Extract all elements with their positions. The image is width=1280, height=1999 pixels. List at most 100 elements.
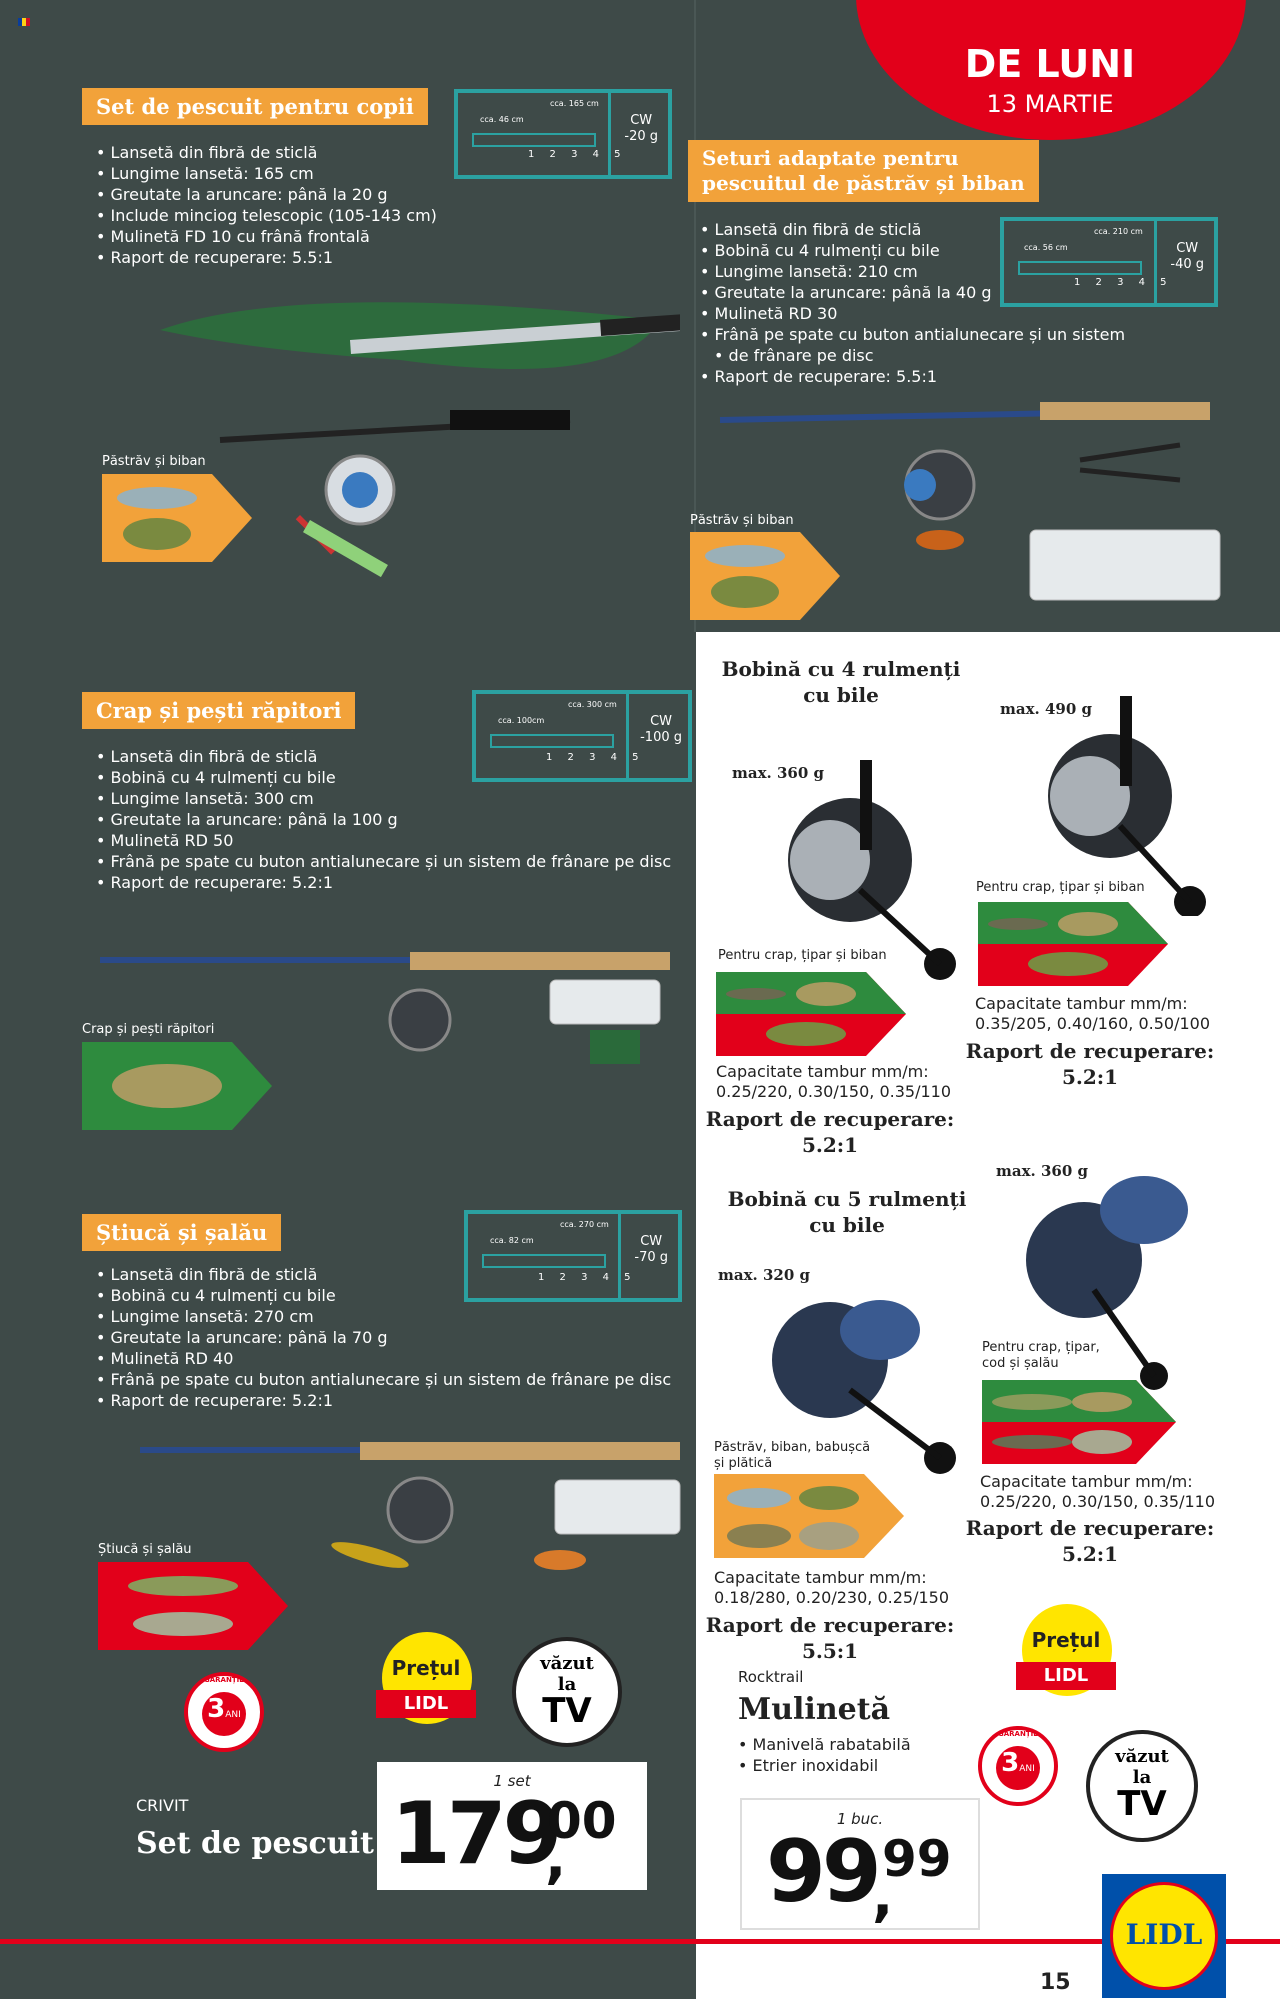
set-product-name: Set de pescuit [136,1826,374,1861]
tv-line2: la [557,1674,577,1695]
reel5b-ratio: Raport de recuperare:5.2:1 [965,1516,1215,1566]
date-line1: DE LUNI [964,42,1136,86]
carp-cw-len-short: cca. 100cm [498,716,545,725]
trout-perch-fish-badge [102,474,252,562]
trout-bullet: Bobină cu 4 rulmenți cu bile [700,240,1125,261]
kids-bullet: Greutate la aruncare: până la 20 g [96,184,437,205]
footer-red-stripe [0,1939,1280,1944]
kids-bullet: Raport de recuperare: 5.5:1 [96,247,437,268]
kids-cw-value: CW-20 g [624,113,658,144]
warranty-unit: ANI [225,1710,241,1720]
tv-line3: TV [542,1691,592,1731]
reel-product-name: Mulinetă [738,1692,891,1727]
reel5a-fish-badge [714,1474,904,1558]
trout-bullet-cont: de frânare pe disc [700,345,1125,366]
set-price-decimals: 00 [547,1792,617,1850]
pike-set-title: Știucă și șalău [82,1214,282,1251]
trout-perch-fish-badge-2 [690,532,840,620]
tv-line1: văzut [540,1653,594,1674]
reel-price-unit: 1 buc. [836,1810,884,1828]
kids-cw-len-long: cca. 165 cm [550,99,599,108]
pike-bullet: Mulinetă RD 40 [96,1348,671,1369]
carp-bullet: Greutate la aruncare: până la 100 g [96,809,671,830]
reel5b-image [1026,1176,1188,1390]
kids-bullet: Lungime lansetă: 165 cm [96,163,437,184]
trout-bullet: Greutate la aruncare: până la 40 g [700,282,1125,303]
warranty-ring-text-2: GARANȚIE [998,1730,1038,1738]
trout-bullet: Lungime lansetă: 210 cm [700,261,1125,282]
reel5b-max-weight: max. 360 g [996,1162,1088,1180]
kids-bullet: Lansetă din fibră de sticlă [96,142,437,163]
warranty-years: 3 [207,1694,226,1724]
kids-fish-label: Păstrăv și biban [102,454,206,469]
reel4a-image [788,760,956,980]
carp-fish-label: Crap și pești răpitori [82,1022,215,1037]
page-number: 15 [1040,1970,1071,1995]
trout-cw-nums: 1 2 3 4 5 [1074,277,1173,288]
trout-cw-len-short: cca. 56 cm [1024,243,1068,252]
carp-cw-value: CW-100 g [640,714,682,745]
trout-cw-value: CW-40 g [1170,241,1204,272]
warranty-badge: 3ANI GARANȚIE [184,1672,264,1752]
landing-net-image [160,302,680,369]
kids-bullet: Include minciog telescopic (105-143 cm) [96,205,437,226]
reel-price-box: 1 buc. 99 , 99 [740,1798,980,1930]
pike-bullet: Bobină cu 4 rulmenți cu bile [96,1285,671,1306]
carp-bullet: Frână pe spate cu buton antialunecare și… [96,851,672,872]
pike-rod-image [140,1442,681,1570]
kids-cw-box: cca. 165 cm cca. 46 cm 1 2 3 4 5 CW-20 g [454,89,672,179]
pike-cw-len-short: cca. 82 cm [490,1236,534,1245]
reel-price-decimals: 99 [882,1830,952,1888]
reel4b-fish-badge [978,902,1168,986]
carp-fish-badge [82,1042,272,1130]
pike-zander-fish-badge [98,1562,288,1650]
set-price-integer: 179 [391,1784,563,1884]
warranty-unit-2: ANI [1019,1764,1035,1774]
pretul-lidl-logo: LIDL [376,1690,476,1718]
trout-bullet: Lansetă din fibră de sticlă [700,219,1125,240]
reel5b-capacity: Capacitate tambur mm/m:0.25/220, 0.30/15… [980,1472,1216,1511]
warranty-ring-text: GARANȚIE [204,1676,244,1684]
trout-set-bullets: Lansetă din fibră de sticlă Bobină cu 4 … [700,219,1126,387]
pike-fish-label: Știucă și șalău [98,1542,192,1557]
tv2-line1: văzut [1115,1746,1169,1767]
reel4b-capacity: Capacitate tambur mm/m:0.35/205, 0.40/16… [975,994,1211,1033]
date-line2: 13 MARTIE [986,90,1114,118]
seen-on-tv-badge: văzut la TV [512,1637,622,1747]
carp-cw-nums: 1 2 3 4 5 [546,752,645,763]
carp-bullet: Lungime lansetă: 300 cm [96,788,671,809]
reel-bullet: Etrier inoxidabil [738,1755,911,1776]
pike-bullet: Frână pe spate cu buton antialunecare și… [96,1369,672,1390]
kids-set-bullets: Lansetă din fibră de sticlă Lungime lans… [96,142,437,268]
pretul-label: Prețul [391,1656,461,1680]
pretul-lidl-badge: Prețul LIDL [376,1632,476,1736]
pike-cw-box: cca. 270 cm cca. 82 cm 1 2 3 4 5 CW-70 g [464,1210,682,1302]
carp-bullet: Mulinetă RD 50 [96,830,671,851]
reel4b-ratio: Raport de recuperare:5.2:1 [965,1039,1215,1089]
pretul-lidl-badge-2: Prețul LIDL [1016,1604,1116,1708]
reel5a-image [772,1300,956,1474]
carp-set-title: Crap și pești răpitori [82,692,356,729]
pike-set-bullets: Lansetă din fibră de sticlă Bobină cu 4 … [96,1264,672,1411]
romanian-flag-icon [18,18,30,26]
trout-cw-box: cca. 210 cm cca. 56 cm 1 2 3 4 5 CW-40 g [1000,217,1218,307]
set-price-comma: , [545,1826,567,1891]
reel4a-ratio: Raport de recuperare:5.2:1 [705,1107,955,1157]
pike-bullet: Lansetă din fibră de sticlă [96,1264,671,1285]
tv2-line2: la [1132,1767,1152,1788]
pike-bullet: Lungime lansetă: 270 cm [96,1306,671,1327]
panel-divider [694,0,696,632]
set-price-box: 1 set 179 , 00 [377,1762,647,1891]
pretul-label-2: Prețul [1031,1628,1101,1652]
reel-price-integer: 99 [766,1822,882,1922]
reel-price-comma: , [872,1864,894,1929]
reel4a-max-weight: max. 360 g [732,764,824,782]
carp-bullet: Lansetă din fibră de sticlă [96,746,671,767]
set-brand: CRIVIT [136,1796,189,1815]
kids-rod-image [219,410,571,578]
kids-bullet: Mulinetă FD 10 cu frână frontală [96,226,437,247]
kids-cw-nums: 1 2 3 4 5 [528,149,627,160]
